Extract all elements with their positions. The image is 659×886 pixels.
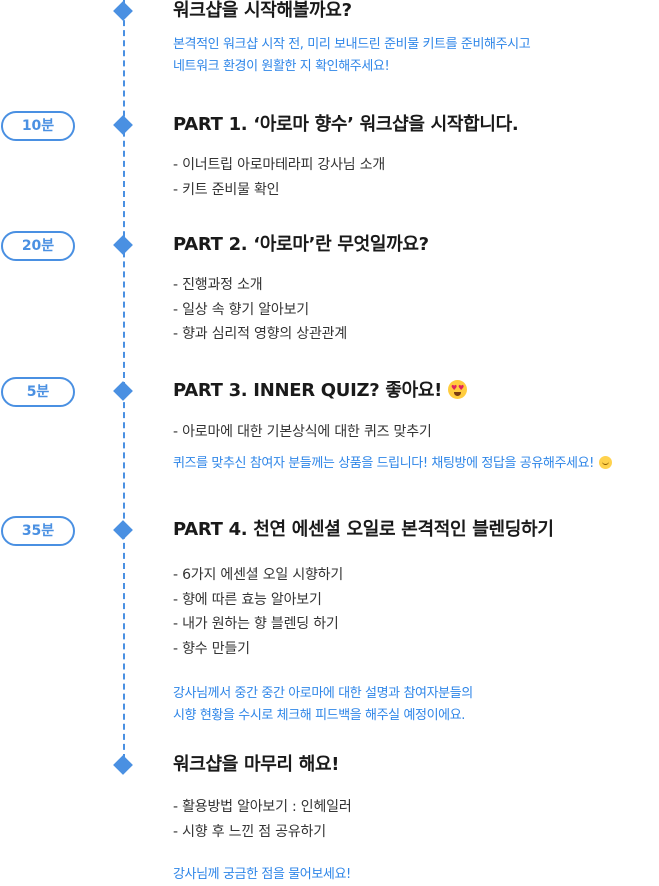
section-note: 강사님께 궁금한 점을 물어보세요! xyxy=(173,867,351,882)
section-note: 네트워크 환경이 원활한 지 확인해주세요! xyxy=(173,59,390,74)
timeline-marker-outro xyxy=(113,755,133,775)
list-item: - 향과 심리적 영향의 상관관계 xyxy=(173,326,348,342)
section-outro: 워크샵을 마무리 해요! - 활용방법 알아보기 : 인헤일러 - 시향 후 느… xyxy=(173,752,659,886)
duration-badge-part4: 35분 xyxy=(1,516,75,546)
section-note-row: 퀴즈를 맞추신 참여자 분들께는 상품을 드립니다! 채팅방에 정답을 공유해주… xyxy=(173,453,659,475)
section-title: 워크샵을 마무리 해요! xyxy=(173,754,340,775)
list-item: - 활용방법 알아보기 : 인헤일러 xyxy=(173,799,352,815)
timeline-marker-part2 xyxy=(113,235,133,255)
section-intro: 워크샵을 시작해볼까요? 본격적인 워크샵 시작 전, 미리 보내드린 준비물 … xyxy=(173,0,659,78)
section-note: 퀴즈를 맞추신 참여자 분들께는 상품을 드립니다! 채팅방에 정답을 공유해주… xyxy=(173,455,594,471)
section-part4: PART 4. 천연 에센셜 오일로 본격적인 블렌딩하기 - 6가지 에센셜 … xyxy=(173,517,659,727)
heart-eyes-emoji-icon: ♥♥ xyxy=(448,380,468,399)
duration-badge-part1: 10분 xyxy=(1,111,75,141)
list-item: - 내가 원하는 향 블렌딩 하기 xyxy=(173,616,339,632)
list-item: - 향수 만들기 xyxy=(173,640,250,657)
list-item: - 진행과정 소개 xyxy=(173,277,263,293)
list-item: - 이너트립 아로마테라피 강사님 소개 xyxy=(173,157,386,173)
section-title: PART 4. 천연 에센셜 오일로 본격적인 블렌딩하기 xyxy=(173,519,554,540)
list-item: - 아로마에 대한 기본상식에 대한 퀴즈 맞추기 xyxy=(173,424,432,440)
section-part2: PART 2. ‘아로마’란 무엇일까요? - 진행과정 소개 - 일상 속 향… xyxy=(173,232,659,347)
section-title-row: PART 3. INNER QUIZ? 좋아요! ♥♥ xyxy=(173,378,659,404)
timeline-marker-part3 xyxy=(113,381,133,401)
section-part1: PART 1. ‘아로마 향수’ 워크샵을 시작합니다. - 이너트립 아로마테… xyxy=(173,112,659,202)
section-title: PART 3. INNER QUIZ? 좋아요! xyxy=(173,380,443,401)
list-item: - 6가지 에센셜 오일 시향하기 xyxy=(173,567,344,583)
list-item: - 키트 준비물 확인 xyxy=(173,181,280,198)
list-item: - 향에 따른 효능 알아보기 xyxy=(173,591,322,608)
duration-badge-part3: 5분 xyxy=(1,377,75,407)
list-item: - 일상 속 향기 알아보기 xyxy=(173,301,309,318)
timeline-marker-part1 xyxy=(113,115,133,135)
list-item: - 시향 후 느낀 점 공유하기 xyxy=(173,823,326,840)
duration-badge-part2: 20분 xyxy=(1,231,75,261)
section-note: 시향 현황을 수시로 체크해 피드백을 해주실 예정이에요. xyxy=(173,708,466,723)
smile-emoji-icon xyxy=(598,455,612,469)
timeline-marker-intro xyxy=(113,1,133,21)
section-part3: PART 3. INNER QUIZ? 좋아요! ♥♥ - 아로마에 대한 기본상… xyxy=(173,378,659,475)
section-title: PART 1. ‘아로마 향수’ 워크샵을 시작합니다. xyxy=(173,114,519,135)
section-note: 본격적인 워크샵 시작 전, 미리 보내드린 준비물 키트를 준비해주시고 xyxy=(173,37,531,52)
section-title: 워크샵을 시작해볼까요? xyxy=(173,0,352,21)
section-title: PART 2. ‘아로마’란 무엇일까요? xyxy=(173,234,429,255)
section-note: 강사님께서 중간 중간 아로마에 대한 설명과 참여자분들의 xyxy=(173,686,473,701)
timeline-marker-part4 xyxy=(113,520,133,540)
